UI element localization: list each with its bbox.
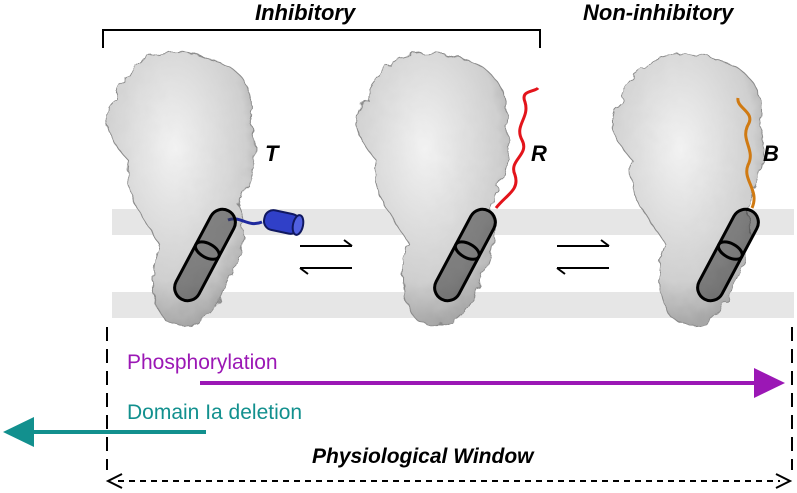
phosphorylation-label: Phosphorylation — [127, 351, 278, 374]
protein-surface-b — [611, 53, 764, 327]
physiological-window-arrow — [105, 473, 793, 489]
equilibrium-arrows-t-r — [299, 239, 353, 275]
tm-helix-t — [173, 207, 237, 303]
domain-deletion-arrow — [3, 417, 206, 447]
state-b-label: B — [763, 141, 779, 166]
equilibrium-arrows-r-b — [556, 239, 610, 275]
non-inhibitory-label: Non-inhibitory — [583, 0, 734, 25]
phosphorylation-arrow — [200, 368, 785, 398]
protein-surface-r — [356, 52, 509, 327]
tm-helix-r — [433, 207, 497, 303]
t-blue-helix — [227, 209, 305, 236]
inhibitory-label: Inhibitory — [255, 0, 356, 25]
state-r-label: R — [531, 141, 547, 166]
state-t-label: T — [265, 141, 279, 166]
inhibitory-bracket — [102, 29, 541, 48]
r-red-segment — [494, 86, 540, 209]
physiological-window-label: Physiological Window — [312, 445, 534, 468]
domain-deletion-label: Domain Ia deletion — [127, 401, 303, 424]
tm-helix-b — [696, 207, 760, 303]
b-orange-segment — [736, 97, 756, 209]
